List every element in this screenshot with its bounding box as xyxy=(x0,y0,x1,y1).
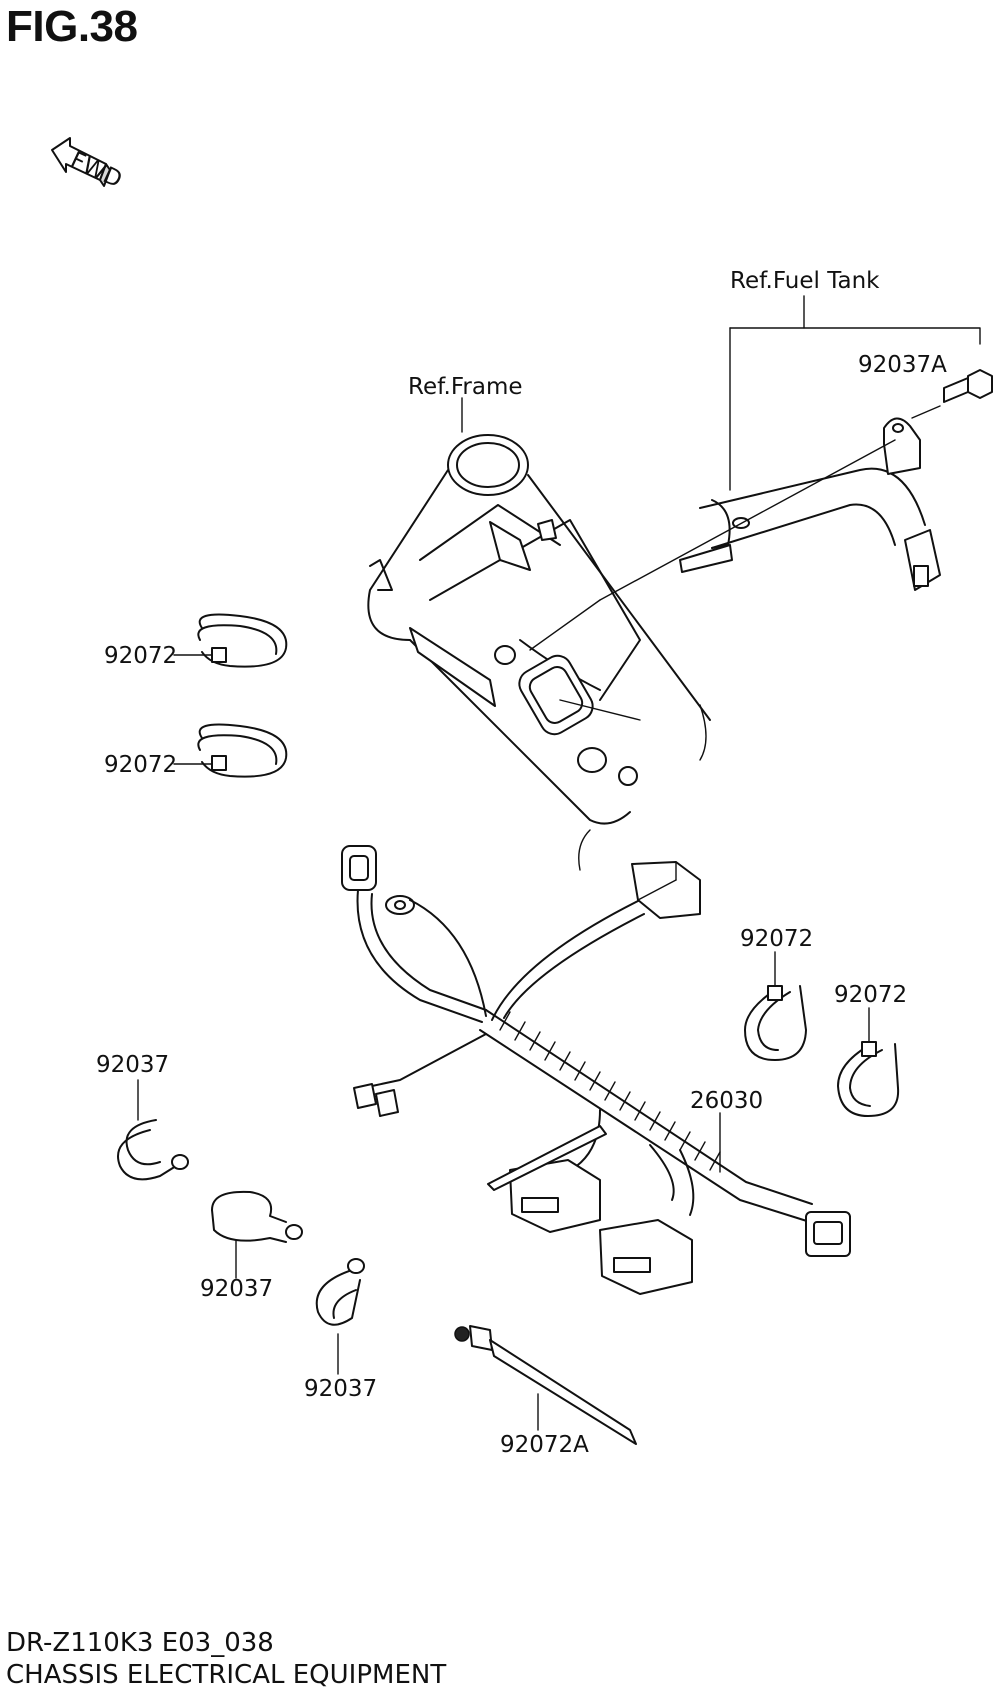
fwd-arrow-icon: FWD xyxy=(51,137,126,193)
cable-tie-drawings-left xyxy=(173,613,288,778)
part-26030-label: 26030 xyxy=(690,1088,763,1114)
part-92072-left-bottom-label: 92072 xyxy=(104,752,177,778)
part-92037-low-label: 92037 xyxy=(304,1376,377,1402)
ref-frame-label: Ref.Frame xyxy=(408,374,523,400)
wiring-harness-drawing xyxy=(341,845,851,1295)
model-code: DR-Z110K3 E03_038 xyxy=(6,1628,274,1658)
mount-tie-drawing xyxy=(454,1325,637,1445)
ref-fuel-tank-label: Ref.Fuel Tank xyxy=(730,268,880,294)
frame-drawing xyxy=(367,397,711,871)
clamp-drawings xyxy=(117,1079,365,1375)
fuel-tank-mount-drawing xyxy=(599,295,993,601)
part-92037A-label: 92037A xyxy=(858,352,947,378)
section-name: CHASSIS ELECTRICAL EQUIPMENT xyxy=(6,1660,447,1690)
cable-tie-drawings-right xyxy=(744,951,900,1117)
part-92072A-label: 92072A xyxy=(500,1432,589,1458)
figure-title: FIG.38 xyxy=(6,2,138,51)
part-92072-right-top-label: 92072 xyxy=(740,926,813,952)
part-92072-left-top-label: 92072 xyxy=(104,643,177,669)
part-92037-left-label: 92037 xyxy=(96,1052,169,1078)
part-92037-mid-label: 92037 xyxy=(200,1276,273,1302)
fwd-label: FWD xyxy=(66,147,126,193)
part-92072-right-bottom-label: 92072 xyxy=(834,982,907,1008)
